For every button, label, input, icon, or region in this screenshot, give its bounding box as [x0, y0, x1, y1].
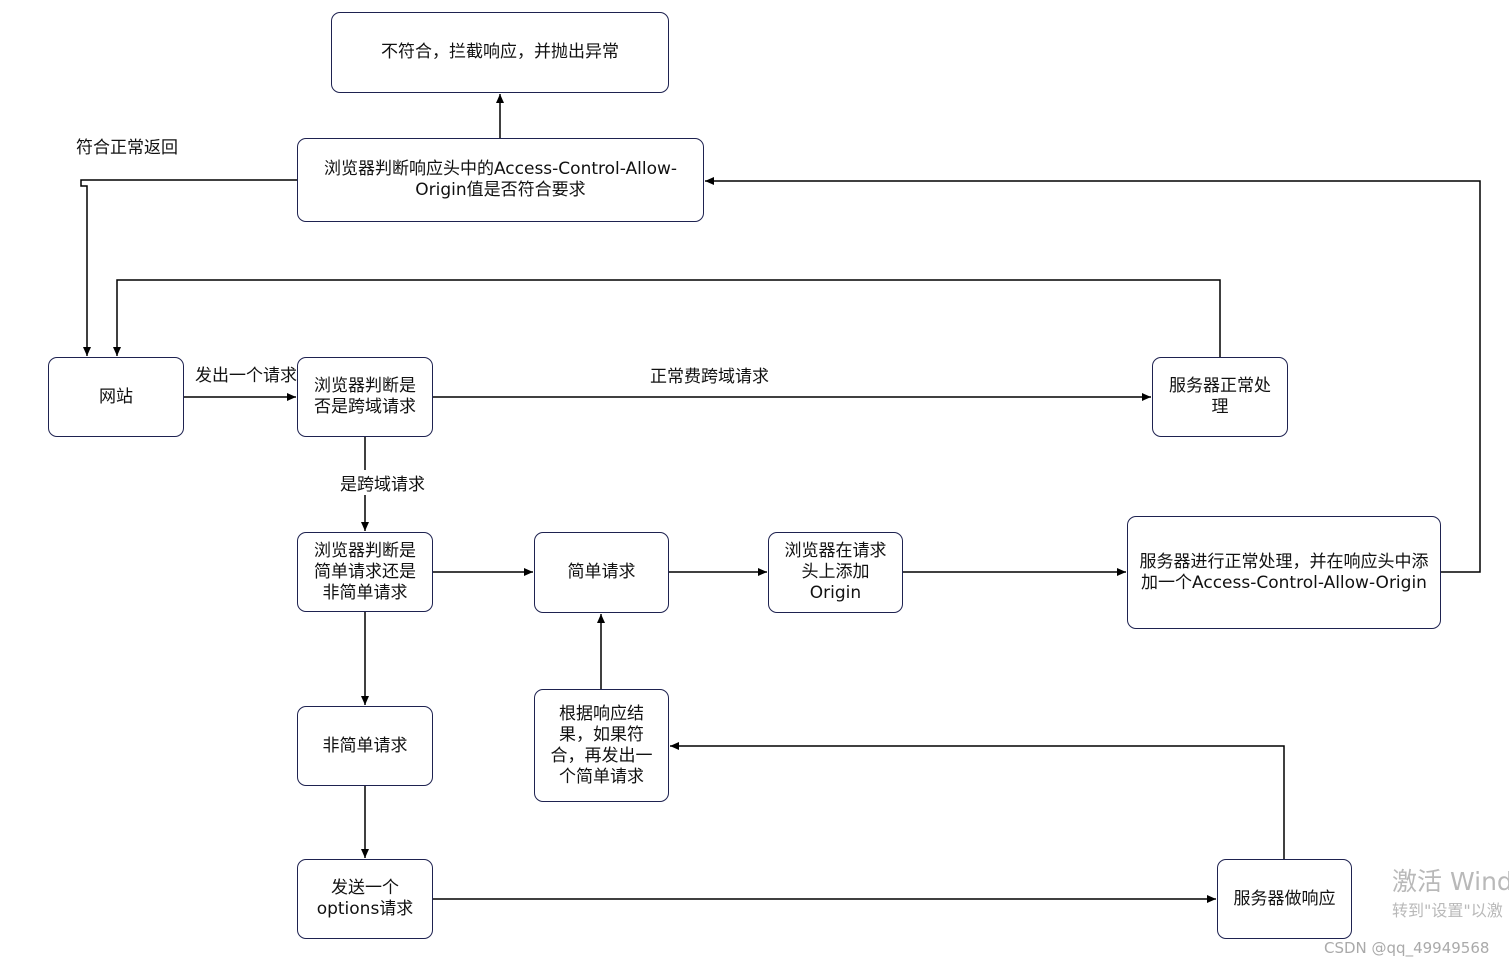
edge-server-to-header [705, 177, 1481, 573]
label-is-cross: 是跨域请求 [340, 470, 425, 495]
node-check-header: 浏览器判断响应头中的Access-Control-Allow-Origin值是否… [297, 138, 704, 222]
edge-server-respond-to-resend [670, 742, 1285, 859]
node-non-simple: 非简单请求 [297, 706, 433, 786]
node-simple: 简单请求 [534, 532, 669, 613]
node-server-add-header: 服务器进行正常处理，并在响应头中添加一个Access-Control-Allow… [1127, 516, 1441, 629]
node-resend: 根据响应结果，如果符合，再发出一个简单请求 [534, 689, 669, 802]
edge-header-to-website [80, 179, 297, 356]
node-website: 网站 [48, 357, 184, 437]
watermark-activate-title: 激活 Wind [1392, 867, 1509, 896]
node-check-simple: 浏览器判断是简单请求还是非简单请求 [297, 532, 433, 612]
watermark-csdn: CSDN @qq_49949568 [1324, 939, 1490, 957]
label-normal-return: 符合正常返回 [76, 138, 178, 158]
node-options: 发送一个options请求 [297, 859, 433, 939]
node-check-cross: 浏览器判断是否是跨域请求 [297, 357, 433, 437]
edge-server-normal-to-website [113, 279, 1221, 357]
node-server-normal: 服务器正常处理 [1152, 357, 1288, 437]
node-server-respond: 服务器做响应 [1217, 859, 1352, 939]
label-send-request: 发出一个请求 [195, 366, 297, 386]
watermark-activate-sub: 转到"设置"以激 [1392, 901, 1503, 920]
label-non-cross: 正常费跨域请求 [650, 367, 769, 387]
node-add-origin: 浏览器在请求头上添加Origin [768, 532, 903, 613]
node-reject: 不符合，拦截响应，并抛出异常 [331, 12, 669, 93]
